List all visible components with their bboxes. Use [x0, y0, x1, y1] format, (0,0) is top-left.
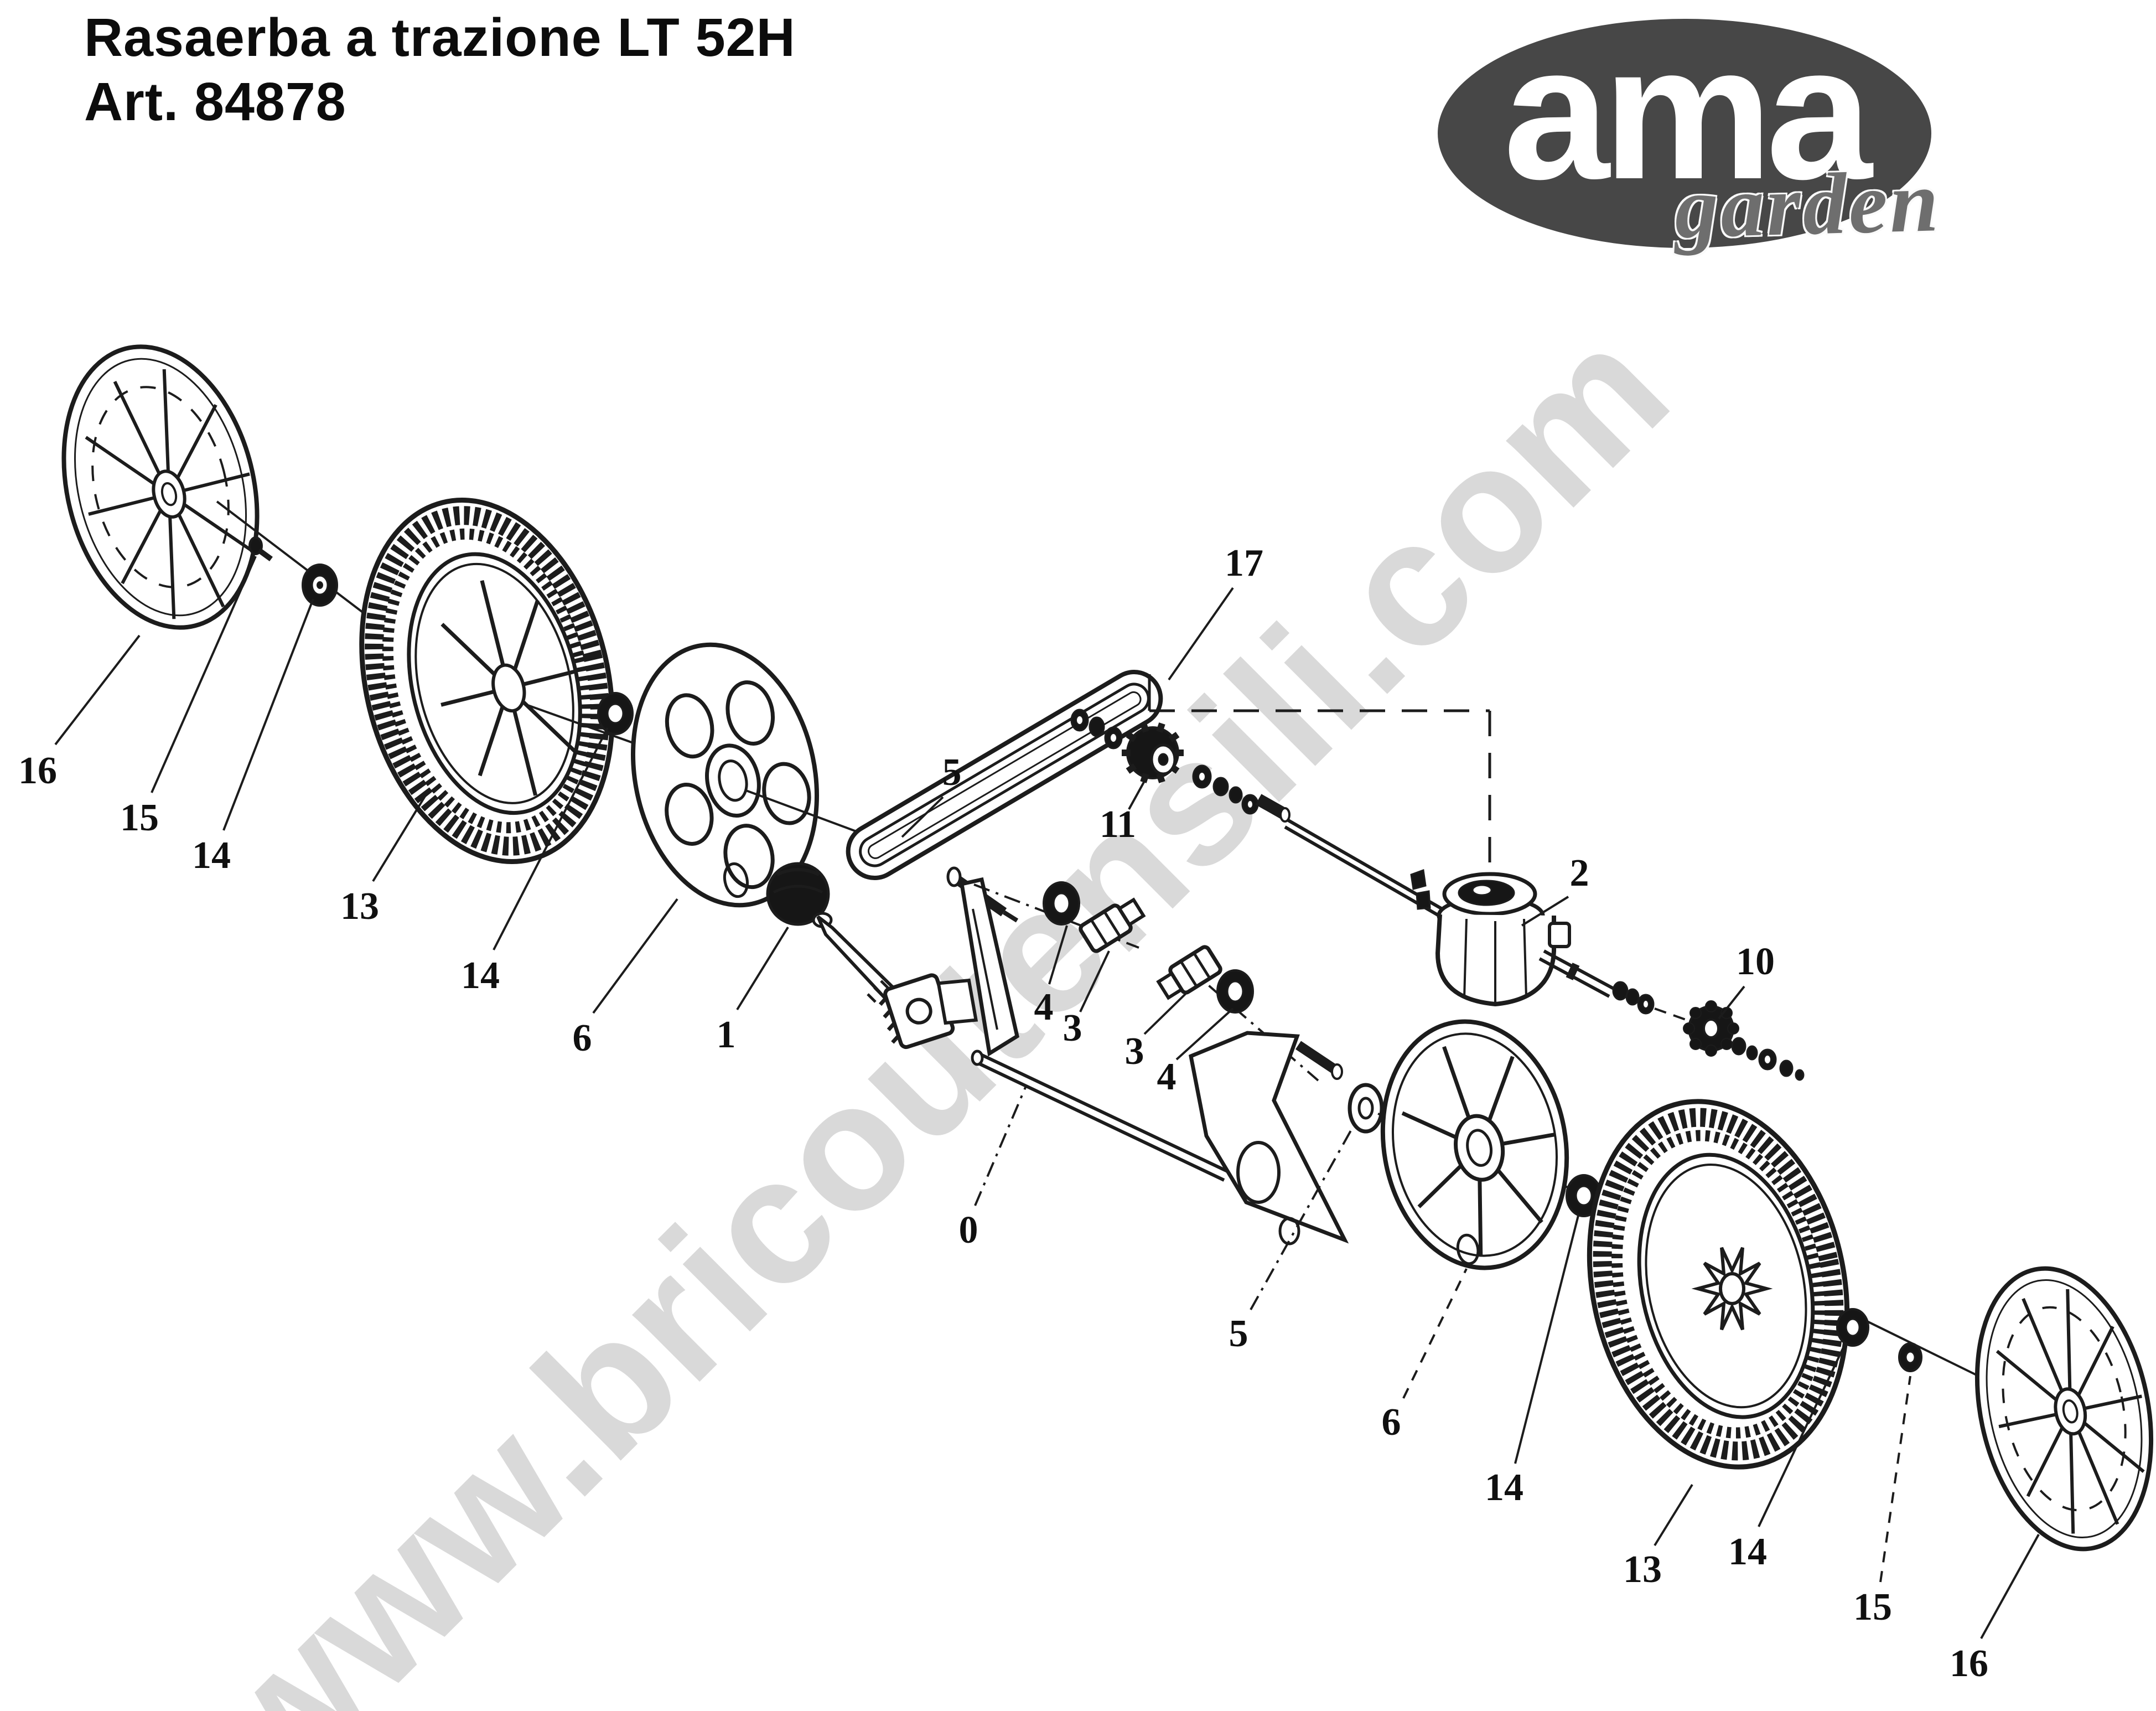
- gearbox: [1435, 872, 1686, 1021]
- washer-5-right: [1348, 1083, 1384, 1134]
- label-5-right: 5: [1229, 1312, 1248, 1355]
- leader-line-label-11: [1128, 777, 1148, 810]
- leader-line-label-2: [1521, 896, 1569, 927]
- hubcap-right: [1974, 1266, 2154, 1552]
- label-16-left: 16: [18, 749, 57, 792]
- leader-line-label-14-right-a: [1514, 1215, 1579, 1464]
- axle-sleeve: [1255, 794, 1291, 823]
- label-16-right: 16: [1950, 1642, 1988, 1685]
- screw-15-left: [248, 536, 273, 562]
- label-14-right-b: 14: [1728, 1531, 1767, 1573]
- leader-line-label-1: [736, 926, 789, 1011]
- leader-line-label-15-left: [151, 556, 257, 793]
- leader-line-label-16-right: [1980, 1534, 2040, 1639]
- leader-line-label-3-right: [1143, 989, 1191, 1035]
- wheel-star-sprocket: [1691, 1247, 1773, 1331]
- sprocket-washers: [1731, 1037, 1805, 1081]
- label-5-left: 5: [942, 751, 962, 794]
- pivot-axis-right: [1183, 963, 1319, 1082]
- label-6-right: 6: [1382, 1401, 1401, 1444]
- label-14-right-a: 14: [1485, 1466, 1523, 1509]
- leader-line-label-14-left-a: [222, 598, 314, 831]
- leader-line-label-4-right: [1175, 1007, 1234, 1061]
- logo-ellipse: [1438, 19, 1931, 248]
- woodruff-key: [1410, 869, 1431, 910]
- bracket-right: [1189, 1031, 1349, 1245]
- label-17: 17: [1225, 542, 1263, 585]
- label-3-right: 3: [1125, 1030, 1144, 1073]
- label-14-left-b: 14: [461, 954, 500, 997]
- washer-chain: [1192, 764, 1259, 815]
- label-14-left-a: 14: [192, 834, 231, 877]
- label-1: 1: [717, 1014, 736, 1056]
- label-4-left: 4: [1034, 986, 1054, 1028]
- nut-15-right: [1898, 1342, 1922, 1372]
- leader-line-label-0: [974, 1085, 1027, 1206]
- label-15-right: 15: [1853, 1586, 1892, 1629]
- label-13-left: 13: [340, 885, 379, 928]
- title-line-2: Art. 84878: [84, 71, 346, 132]
- label-10: 10: [1736, 940, 1775, 983]
- leader-line-label-13-right: [1654, 1483, 1693, 1547]
- wheel-disc-left: [630, 642, 820, 908]
- label-13-right: 13: [1623, 1548, 1662, 1591]
- leader-line-label-15-right: [1879, 1376, 1911, 1583]
- label-15-left: 15: [120, 797, 159, 839]
- axle-line-left: [216, 500, 388, 632]
- leader-line-label-6-right: [1402, 1268, 1468, 1399]
- bearing-14-right-outer: [1836, 1308, 1869, 1347]
- label-3-left: 3: [1063, 1007, 1082, 1050]
- leader-line-label-6-left: [592, 898, 678, 1014]
- page-title: Rasaerba a trazione LT 52H Art. 84878: [84, 6, 796, 135]
- logo-brand-text: ama: [1503, 6, 1873, 219]
- label-4-right: 4: [1157, 1056, 1177, 1098]
- label-11: 11: [1100, 803, 1136, 846]
- bushing-3-right: [1156, 945, 1222, 1000]
- drive-belt: [846, 669, 1163, 881]
- leader-line-label-5-left: [901, 796, 944, 838]
- output-shaft: [1538, 949, 1615, 998]
- tire-left: [359, 498, 615, 864]
- leader-line-label-17: [1168, 587, 1234, 681]
- adjuster-knob: [766, 862, 899, 1003]
- leader-line-label-10: [1718, 985, 1745, 1020]
- leader-line-label-4-left: [1048, 925, 1068, 985]
- bracket-left: [960, 877, 1019, 1057]
- leader-line-label-5-right: [1250, 1123, 1356, 1310]
- leader-line-label-14-right-b: [1758, 1343, 1846, 1527]
- bearing-4-right: [1216, 969, 1254, 1014]
- pinion-gear-11: [1070, 709, 1443, 917]
- clutch-housing: [878, 973, 978, 1050]
- axle-rod-0: [971, 1050, 1229, 1182]
- reference-dashed-line: [1148, 674, 1491, 889]
- bushing-3-left: [1079, 897, 1146, 953]
- title-line-1: Rasaerba a trazione LT 52H: [84, 7, 796, 68]
- leader-line-label-16-left: [54, 634, 141, 746]
- washer: [1070, 709, 1123, 749]
- leader-line-label-3-left: [1079, 950, 1110, 1012]
- leader-line-label-13-left: [372, 792, 428, 882]
- bearing-14-left-outer: [302, 564, 338, 607]
- shaft-washers: [1612, 981, 1655, 1015]
- label-6-left: 6: [573, 1017, 592, 1059]
- wheel-disc-right: [1380, 1019, 1569, 1270]
- label-0: 0: [959, 1209, 978, 1252]
- sprocket-10: [1683, 1000, 1805, 1081]
- label-2: 2: [1570, 852, 1589, 895]
- hubcap-left: [61, 344, 260, 630]
- bearing-4-left: [1043, 881, 1080, 926]
- leader-line-label-14-left-b: [493, 727, 609, 950]
- ama-garden-logo: ama garden: [1438, 6, 1942, 257]
- bearing-14-left-inner: [597, 692, 634, 735]
